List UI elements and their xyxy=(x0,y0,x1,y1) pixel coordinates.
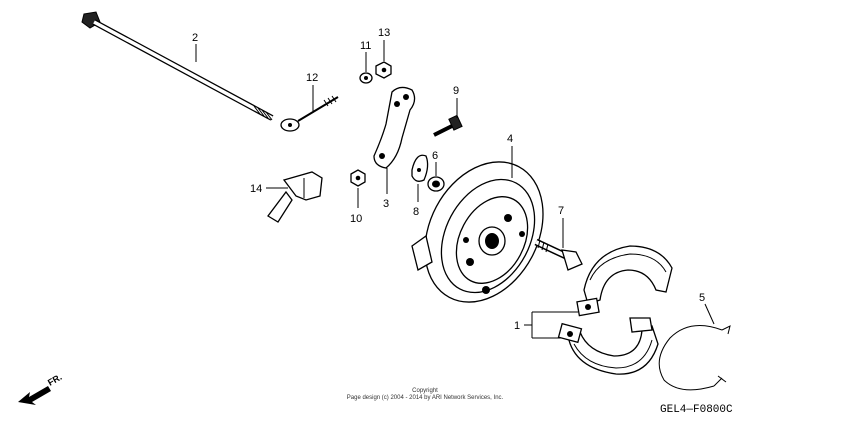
callout-5: 5 xyxy=(699,292,705,304)
copyright-notice: Copyright Page design (c) 2004 - 2014 by… xyxy=(300,388,550,402)
bolt-part-9 xyxy=(433,114,463,137)
callout-11: 11 xyxy=(360,40,371,52)
washer-seal-part xyxy=(427,176,445,192)
callout-9: 9 xyxy=(453,85,459,97)
copyright-title: Copyright xyxy=(412,388,438,394)
callout-6: 6 xyxy=(432,150,438,162)
brake-arm-part xyxy=(373,86,416,169)
callout-2: 2 xyxy=(192,32,198,44)
front-direction-arrow: FR. xyxy=(18,372,64,405)
nut-part-11 xyxy=(359,72,373,84)
copyright-text: Page design (c) 2004 - 2014 by ARI Netwo… xyxy=(346,395,504,401)
spring-part xyxy=(658,325,731,391)
direction-label: FR. xyxy=(46,372,64,388)
indicator-plate-part xyxy=(411,154,429,182)
nut-part-13 xyxy=(375,61,392,79)
callout-1: 1 xyxy=(514,320,520,332)
brake-panel-part xyxy=(411,161,544,303)
brake-shoe-lower-part xyxy=(557,317,659,375)
clip-part xyxy=(267,171,323,223)
callout-3: 3 xyxy=(383,198,389,210)
diagram-code: GEL4—F0800C xyxy=(660,404,733,416)
callout-10: 10 xyxy=(350,213,362,225)
callout-4: 4 xyxy=(507,133,513,145)
nut-part-10 xyxy=(350,169,366,187)
callout-7: 7 xyxy=(558,205,564,217)
callout-13: 13 xyxy=(378,27,390,39)
callout-12: 12 xyxy=(306,72,318,84)
brake-rod-part xyxy=(280,95,339,132)
callout-8: 8 xyxy=(413,206,419,218)
brake-cam-part xyxy=(534,238,583,271)
brake-shoe-upper-part xyxy=(576,245,673,317)
callout-14: 14 xyxy=(250,183,262,195)
axle-bolt-part xyxy=(81,11,274,121)
